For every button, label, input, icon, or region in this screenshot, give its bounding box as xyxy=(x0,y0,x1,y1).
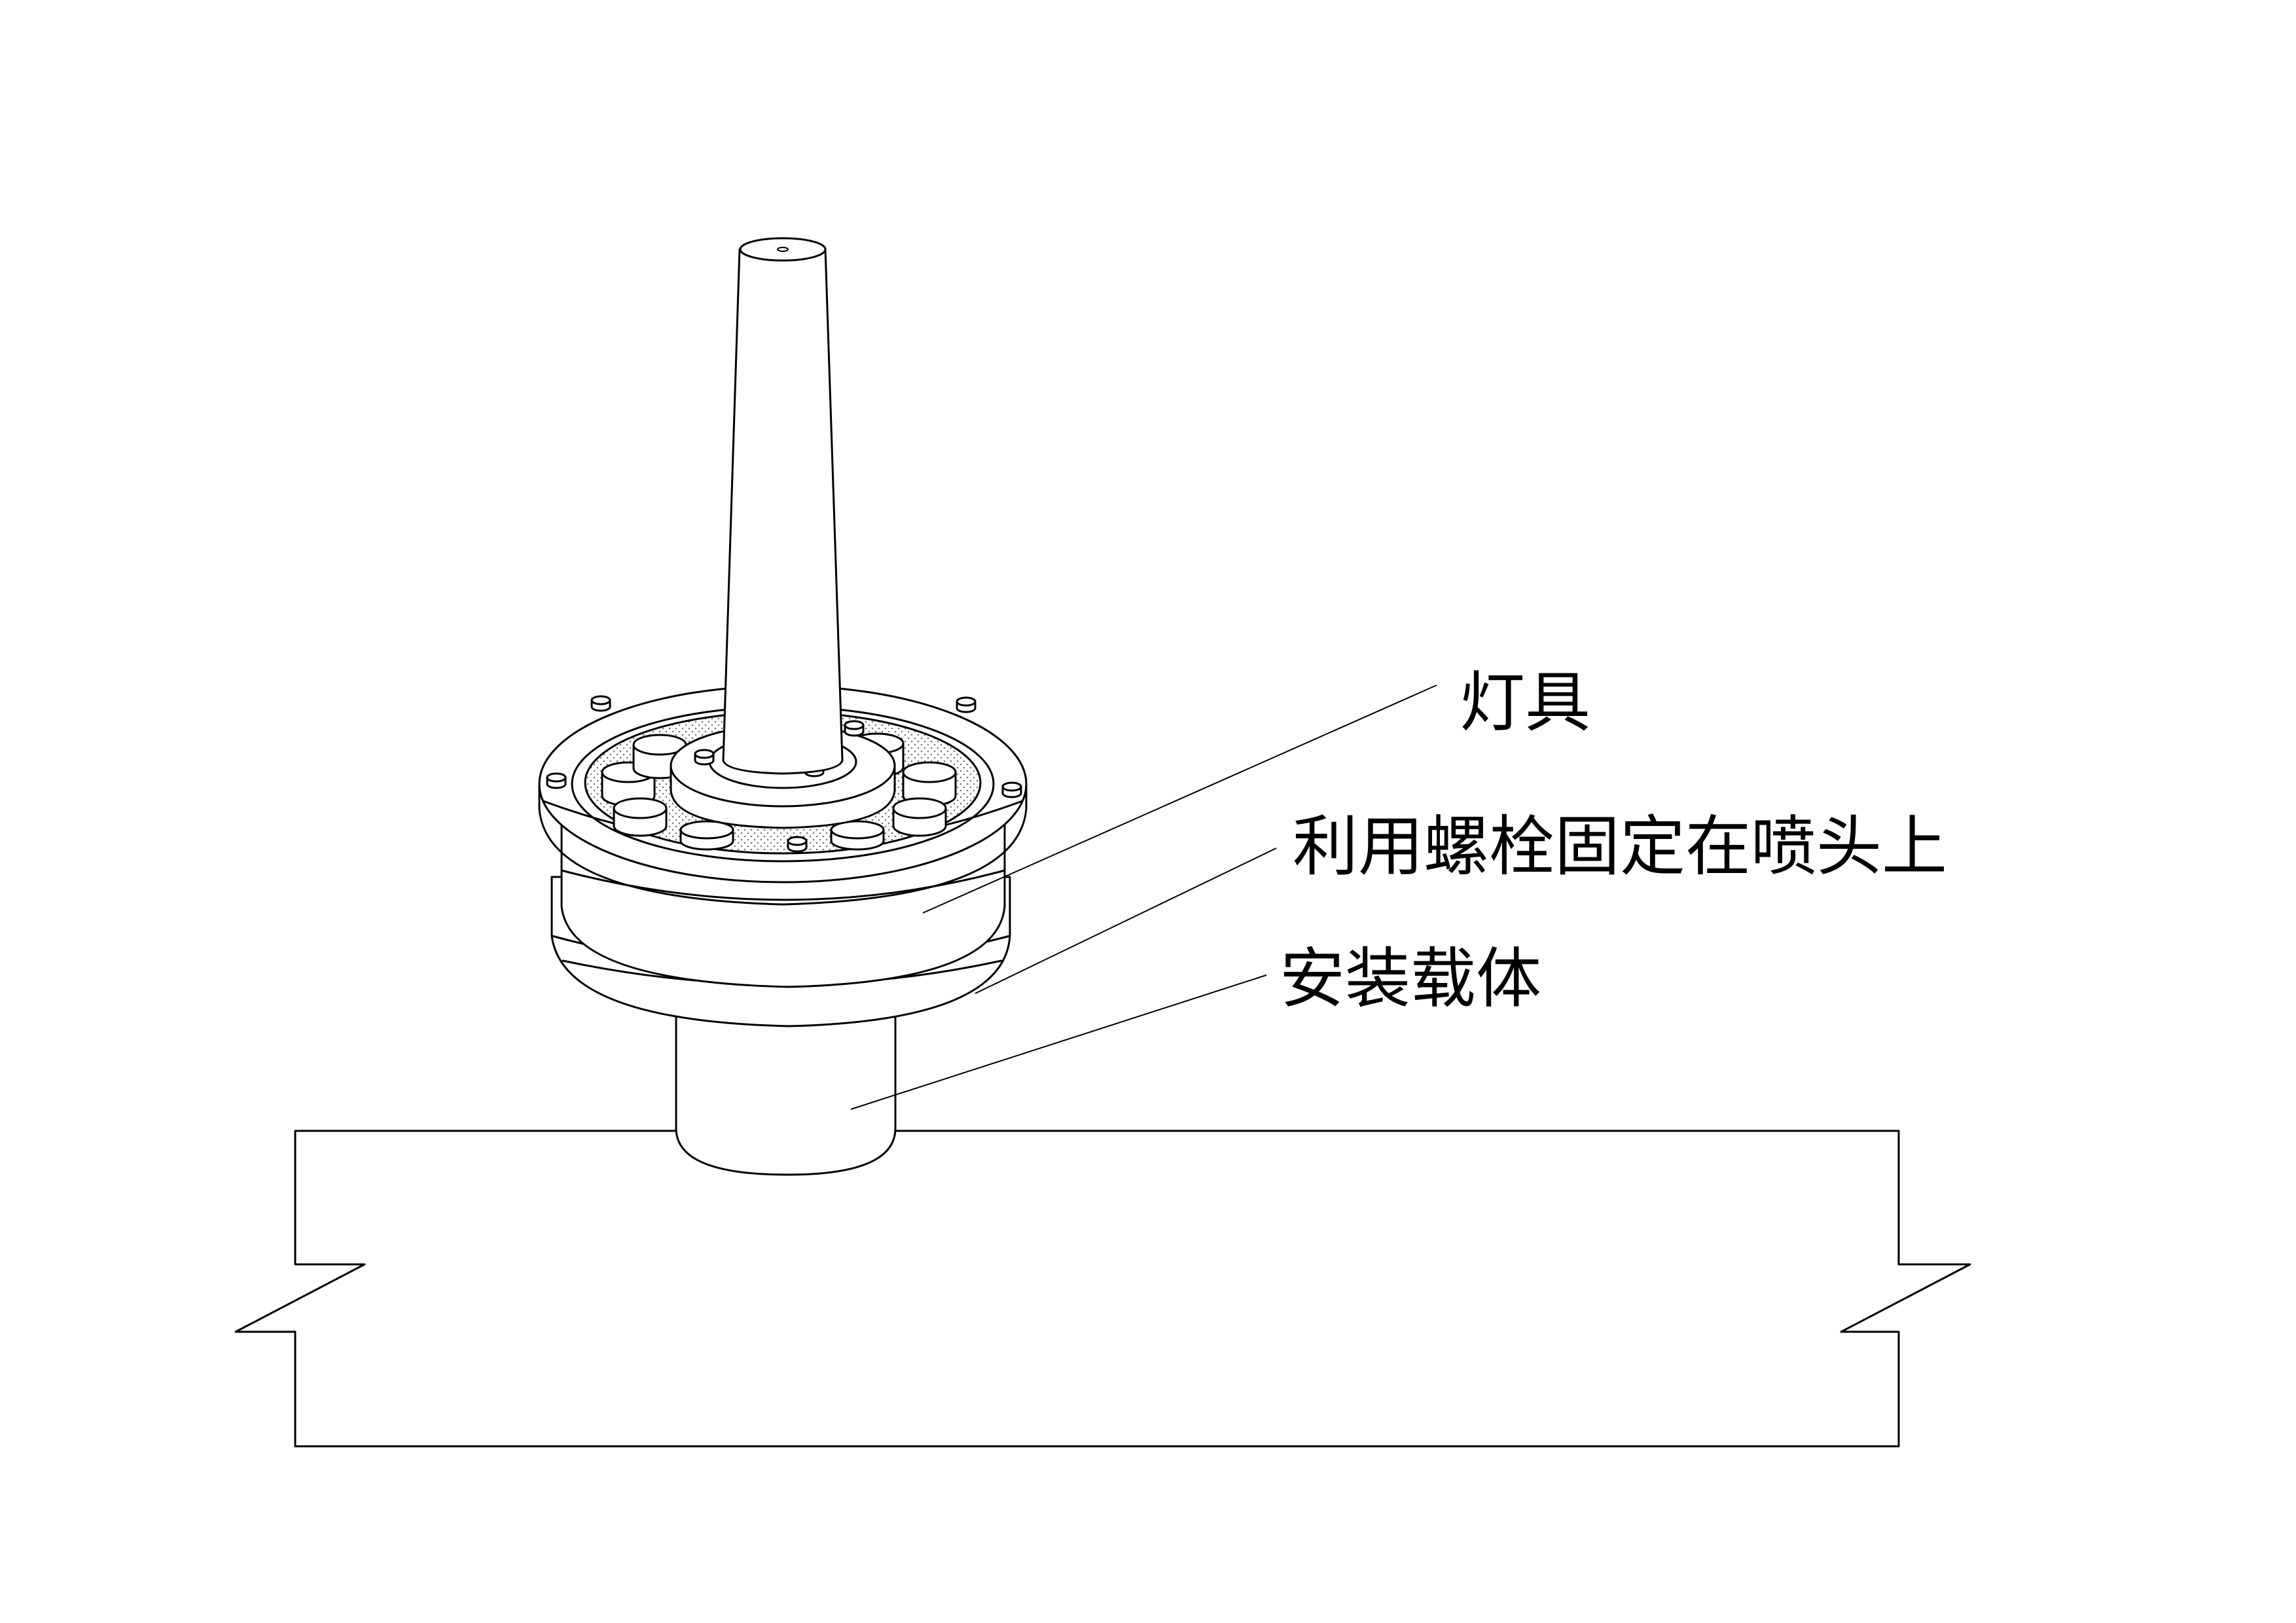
spray-nozzle xyxy=(722,237,844,775)
leader-line-mount-body xyxy=(850,974,1267,1110)
bolt xyxy=(787,836,808,853)
bolt xyxy=(844,720,865,737)
leader-line-bolt-fixing xyxy=(975,847,1277,994)
bolt xyxy=(956,696,977,713)
led-module xyxy=(679,820,734,851)
base-slab xyxy=(234,1130,1971,1448)
label-bolt-fixing: 利用螺栓固定在喷头上 xyxy=(1293,808,1947,885)
label-mount-body: 安装载体 xyxy=(1280,940,1541,1017)
bolts xyxy=(546,695,1022,853)
bolt xyxy=(546,772,567,789)
bolt xyxy=(1001,781,1022,798)
leader-line-fixture xyxy=(922,685,1437,914)
bolt xyxy=(694,749,715,766)
mount-pipe xyxy=(675,1007,897,1176)
led-module xyxy=(613,797,668,837)
label-fixture: 灯具 xyxy=(1460,664,1590,741)
led-module xyxy=(830,820,885,851)
led-module xyxy=(892,797,947,837)
leader-lines xyxy=(850,685,1437,1110)
bolt xyxy=(590,695,611,712)
